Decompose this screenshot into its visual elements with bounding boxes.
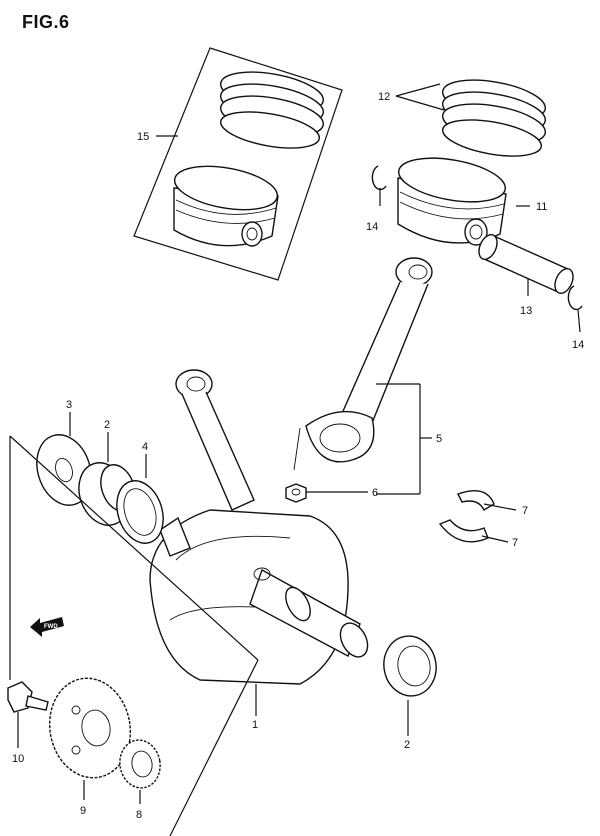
callout-10: 10 — [12, 753, 24, 765]
callout-1: 1 — [252, 719, 258, 731]
crank-seal-ring — [116, 480, 164, 544]
figure-title: FIG.6 — [22, 12, 70, 32]
callout-12: 12 — [378, 91, 390, 103]
conrod-bearing-upper — [457, 490, 495, 511]
leader-lines — [17, 83, 581, 804]
starter-gear — [48, 677, 132, 779]
callout-4: 4 — [142, 441, 148, 453]
needle-bearing — [119, 739, 161, 789]
assembly-boundary-lines — [9, 435, 259, 836]
callout-3: 3 — [66, 399, 72, 411]
callout-8: 8 — [136, 809, 142, 821]
conrod-bearing-lower — [438, 519, 489, 543]
conrod-nut — [285, 483, 307, 503]
callout-7-lower: 7 — [512, 537, 518, 549]
callout-2-left: 2 — [104, 419, 110, 431]
callout-14-lower: 14 — [572, 339, 584, 351]
crankshaft — [149, 369, 369, 685]
bolt — [7, 681, 49, 713]
callout-6: 6 — [372, 487, 378, 499]
thrust-washer — [36, 434, 92, 506]
crank-bearing-right — [383, 635, 437, 697]
piston-assembly-box — [133, 47, 343, 281]
circlip-lower — [567, 285, 583, 311]
connecting-rod — [293, 257, 433, 471]
callout-9: 9 — [80, 805, 86, 817]
callout-15: 15 — [137, 131, 149, 143]
callout-7-upper: 7 — [522, 505, 528, 517]
fwd-arrow-icon: FWD — [30, 617, 64, 637]
callout-2-right: 2 — [404, 739, 410, 751]
fwd-label: FWD — [44, 624, 58, 630]
callout-5: 5 — [436, 433, 442, 445]
callout-14-upper: 14 — [366, 221, 378, 233]
callout-11: 11 — [536, 201, 547, 213]
callout-13: 13 — [520, 305, 532, 317]
piston — [397, 157, 507, 246]
piston-pin — [478, 233, 574, 295]
circlip-upper — [371, 165, 387, 191]
piston-rings-set — [441, 79, 547, 157]
